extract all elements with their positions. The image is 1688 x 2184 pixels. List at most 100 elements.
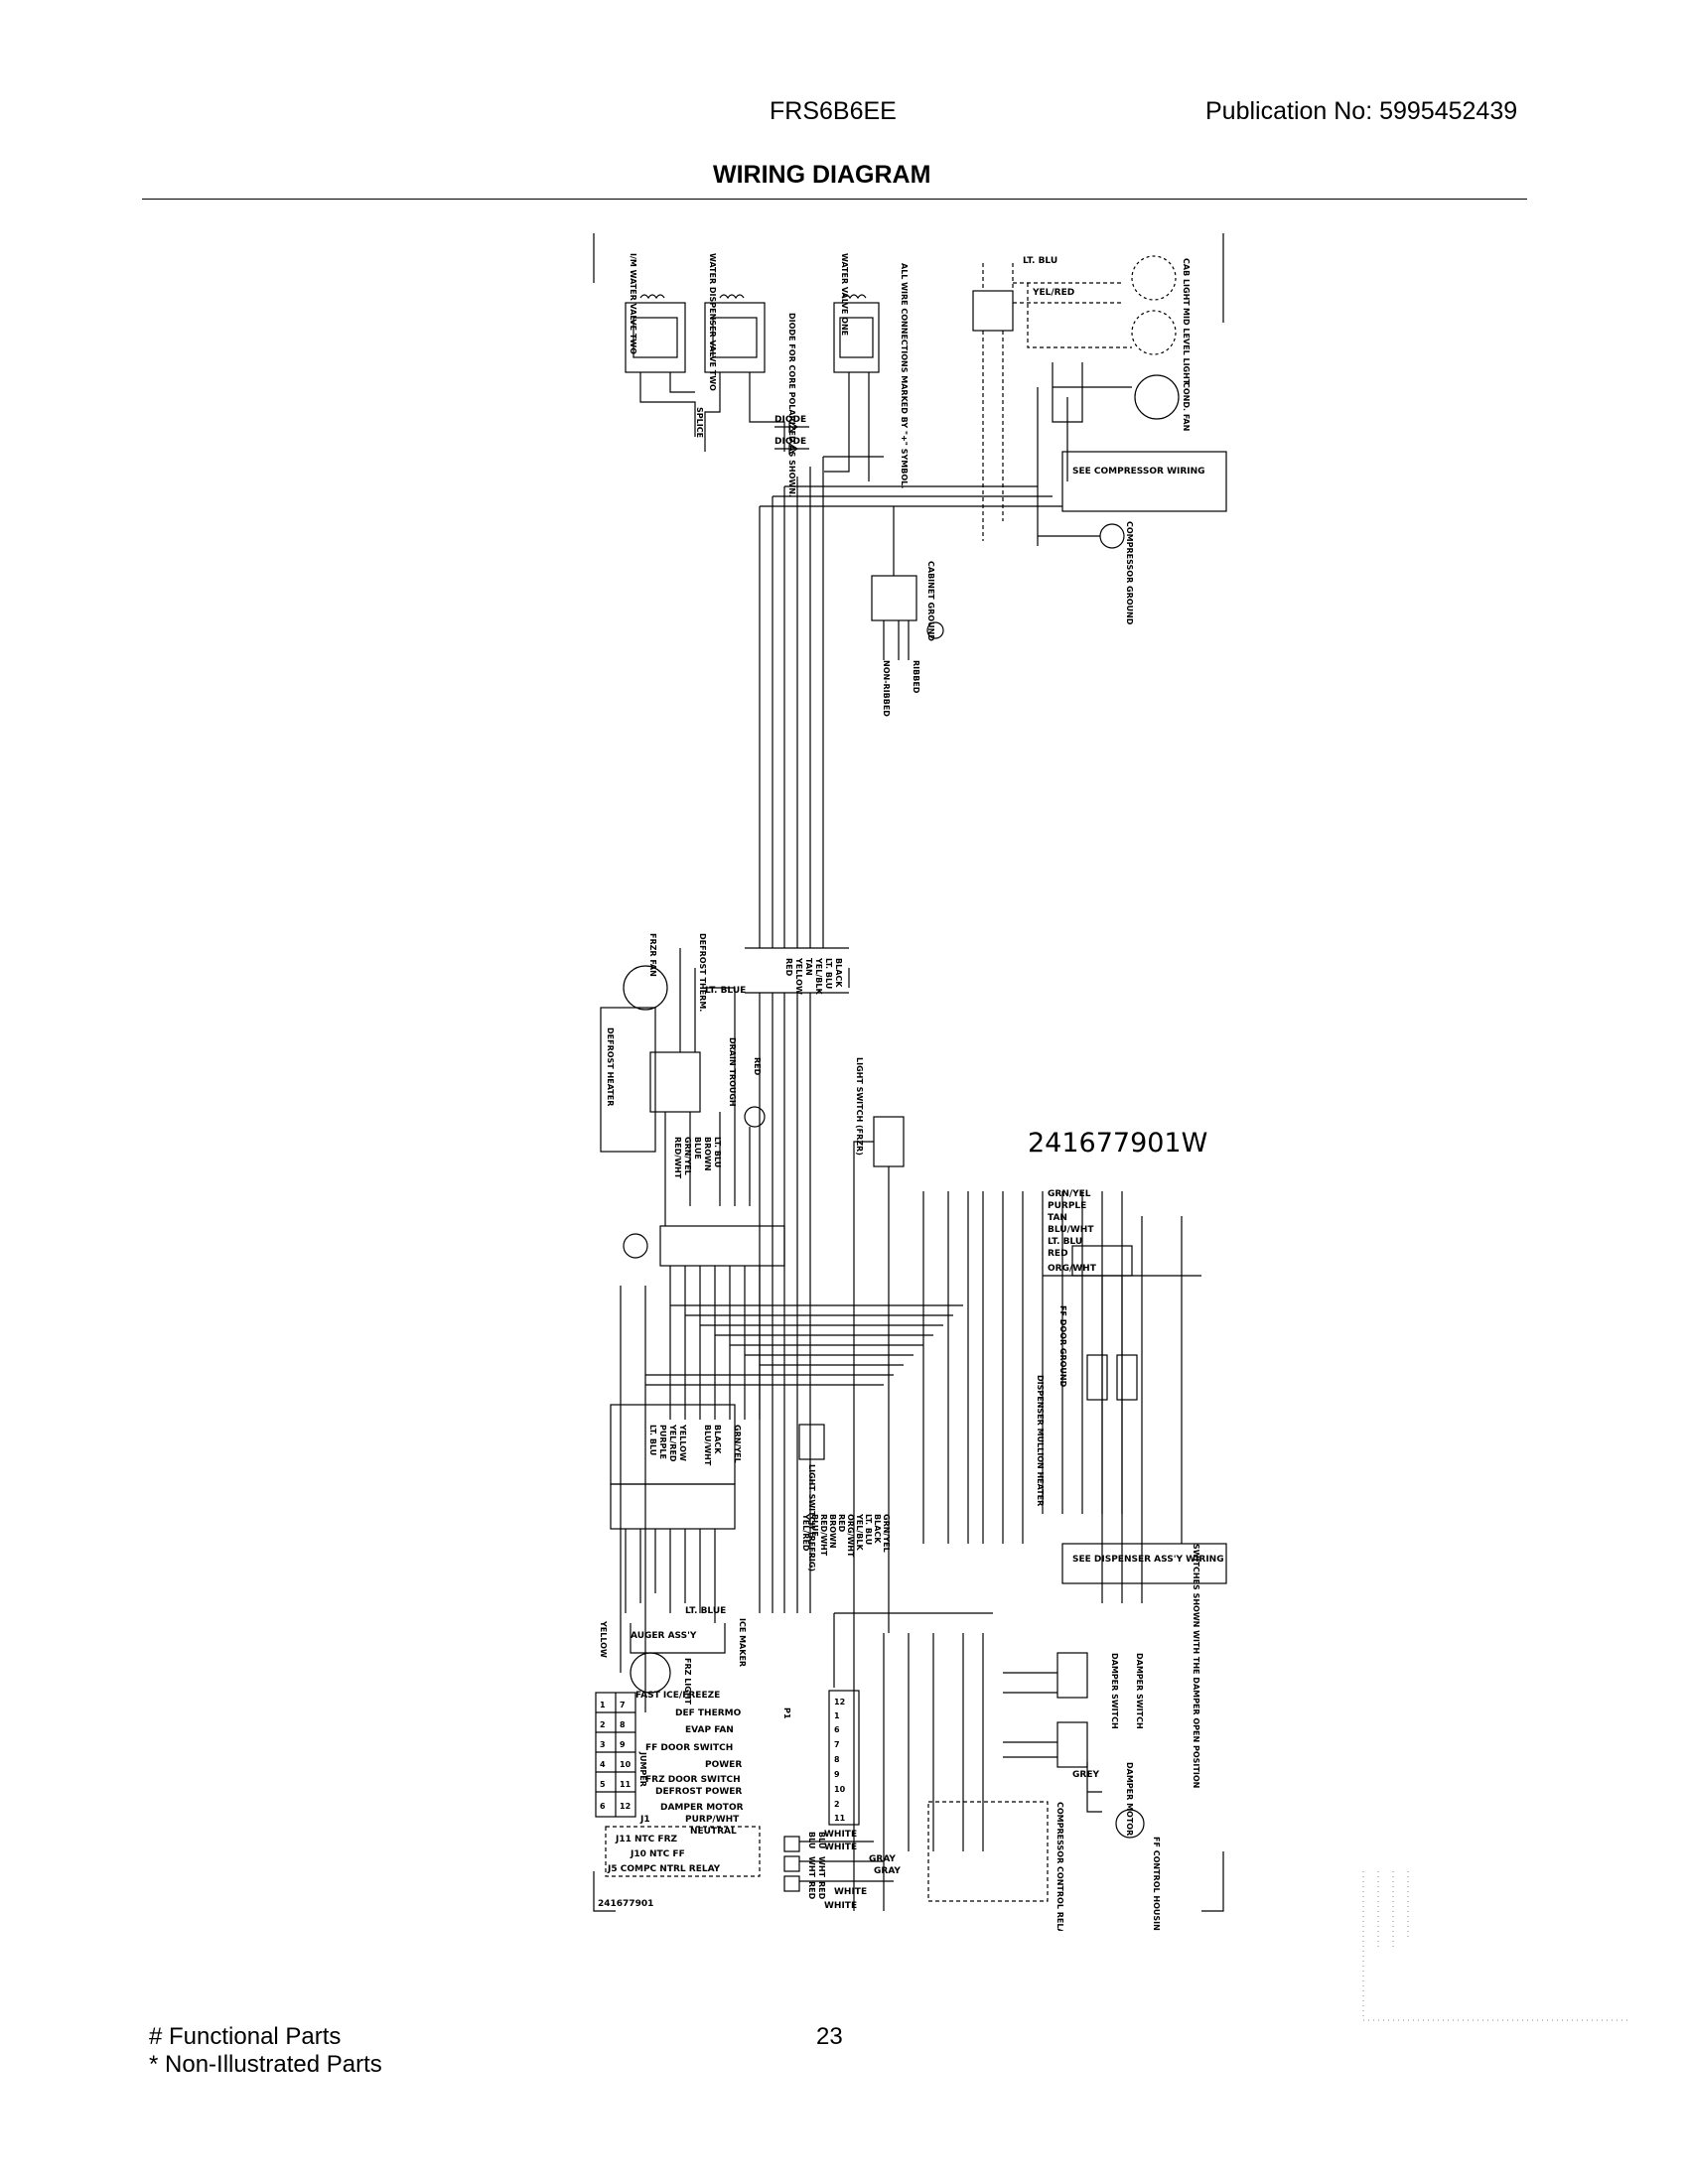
- label-auger-assy: AUGER ASS'Y: [631, 1631, 697, 1641]
- cab-light-icon: [1131, 255, 1177, 301]
- pin-right-8: 11: [834, 1814, 846, 1823]
- label-see-compressor: SEE COMPRESSOR WIRING: [1072, 467, 1205, 477]
- label-lt-blu: LT. BLU: [1023, 256, 1057, 266]
- light-switch-refrig: [798, 1424, 825, 1460]
- pin-left-7: 7: [620, 1701, 626, 1709]
- wire-right-5: RED: [1048, 1249, 1068, 1259]
- harness-wire-3: YEL/RED: [668, 1424, 677, 1462]
- label-lt-blue-2: LT. BLUE: [685, 1606, 726, 1616]
- wire-top-3: TAN: [804, 958, 813, 976]
- label-red: RED: [753, 1057, 762, 1076]
- wire-right-2: TAN: [1048, 1213, 1067, 1223]
- label-ff-door-ground: FF DOOR GROUND: [1058, 1305, 1067, 1388]
- conn-row-8: PURP/WHT: [685, 1815, 740, 1825]
- label-wire-note: ALL WIRE CONNECTIONS MARKED BY "+" SYMBO…: [900, 263, 909, 488]
- ntc-connector-box: [605, 1826, 761, 1877]
- label-drain-trough: DRAIN TROUGH: [728, 1037, 737, 1107]
- damper-switch-2: [1056, 1721, 1088, 1768]
- pin-left-9: 9: [620, 1740, 626, 1749]
- frame-lines: [593, 233, 1224, 1912]
- label-compressor-ground: COMPRESSOR GROUND: [1125, 521, 1134, 625]
- pin-right-7: 2: [834, 1800, 840, 1809]
- harness-wire-0: BLACK: [713, 1425, 722, 1454]
- conn-code-5: RED: [817, 1881, 826, 1900]
- mid-level-light-icon: [1131, 310, 1177, 355]
- light-junction-box: [972, 290, 1014, 332]
- dispenser-assy-box: [1061, 1543, 1227, 1584]
- label-damper-switch-1: DAMPER SWITCH: [1110, 1653, 1119, 1729]
- label-diode-1: DIODE: [774, 415, 806, 425]
- wire-top-0: BLACK: [834, 958, 843, 988]
- publication-number: Publication No: 5995452439: [1205, 97, 1518, 125]
- label-yel-red: YEL/RED: [1032, 288, 1074, 298]
- bottom-wire-4: ORG/WHT: [846, 1514, 855, 1558]
- label-diode-note: DIODE FOR CORE POLARIZED AS SHOWN.: [787, 313, 796, 497]
- label-grey: GREY: [1072, 1770, 1099, 1780]
- compressor-wiring-box: [1061, 451, 1227, 512]
- label-dispenser-valve: WATER DISPENSER VALVE TWO: [708, 253, 717, 391]
- wire-left-0: LT. BLU: [713, 1137, 722, 1167]
- label-cab-light: CAB LIGHT: [1182, 258, 1191, 306]
- bottom-wire-3: YEL/BLK: [855, 1513, 864, 1551]
- pin-left-4: 4: [600, 1760, 606, 1769]
- cabinet-ground-connector: [871, 575, 917, 621]
- conn-j1: J1: [639, 1815, 650, 1825]
- pin-right-5: 9: [834, 1770, 840, 1779]
- bottom-wire-6: BROWN: [828, 1514, 837, 1549]
- pin-left-10: 10: [620, 1760, 632, 1769]
- label-frzr-fan: FRZR FAN: [648, 933, 657, 977]
- page-number: 23: [816, 2023, 843, 2050]
- wire-right-3: BLU/WHT: [1048, 1225, 1094, 1235]
- harness-wire-4: PURPLE: [658, 1425, 667, 1459]
- bottom-wire-5: RED: [837, 1514, 846, 1533]
- part-number-large: 241677901W: [1028, 1128, 1207, 1159]
- water-valve-box: [833, 302, 880, 373]
- wire-top-2: YEL/BLK: [814, 957, 823, 995]
- label-see-dispenser: SEE DISPENSER ASS'Y WIRING: [1072, 1555, 1224, 1565]
- dotted-artifact: [1362, 1871, 1631, 2021]
- conn-row-4: POWER: [705, 1760, 742, 1770]
- pin-right-6: 10: [834, 1785, 846, 1794]
- conn-code-4: RED: [807, 1881, 816, 1900]
- pin-left-8: 8: [620, 1720, 626, 1729]
- pin-left-12: 12: [620, 1802, 631, 1811]
- conn-code-2: WHT: [807, 1856, 816, 1878]
- cabinet-ground-icon: [926, 621, 944, 639]
- conn-p1: P1: [782, 1707, 791, 1719]
- label-damper-switch-2: DAMPER SWITCH: [1135, 1653, 1144, 1729]
- defrost-junction-box: [649, 1051, 701, 1113]
- label-im-valve: I/M WATER VALVE TWO: [629, 253, 637, 354]
- bottom-wire-8: BLUE: [810, 1514, 819, 1537]
- label-defrost-heater: DEFROST HEATER: [606, 1027, 615, 1106]
- conn-wire-1: WHITE: [824, 1843, 857, 1852]
- footer-functional-parts: # Functional Parts: [149, 2023, 342, 2050]
- wire-right-0: GRN/YEL: [1048, 1189, 1091, 1199]
- bottom-wire-2: LT. BLU: [864, 1514, 873, 1545]
- conn-row-0: FAST ICE/FREEZE: [635, 1691, 720, 1701]
- main-connector-top: [659, 1225, 785, 1267]
- wire-top-1: LT. BLU: [824, 958, 833, 989]
- im-valve-box: [625, 302, 686, 373]
- conn-row-2: EVAP FAN: [685, 1725, 734, 1735]
- bottom-wire-1: BLACK: [873, 1514, 882, 1544]
- conn-row-5: FRZ DOOR SWITCH: [645, 1775, 741, 1785]
- harness-wire-2: YELLOW: [678, 1424, 687, 1461]
- label-light-switch-frzr: LIGHT SWITCH (FRZR): [855, 1057, 864, 1156]
- harness-wire-1: BLU/WHT: [703, 1425, 712, 1466]
- conn-j11: J11 NTC FRZ: [615, 1835, 677, 1844]
- pin-left-6: 6: [600, 1802, 606, 1811]
- label-ff-control-light: FF CONTROL HOUSING LIGHT: [1152, 1837, 1161, 1931]
- label-splice: SPLICE: [695, 407, 704, 438]
- pin-right-2: 6: [834, 1725, 840, 1734]
- ff-control-light-icon: [1115, 1809, 1145, 1839]
- harness-wire-6: GRN/YEL: [733, 1425, 742, 1463]
- label-mid-level-light: MID LEVEL LIGHT: [1182, 308, 1191, 385]
- pin-right-4: 8: [834, 1755, 840, 1764]
- bottom-wire-7: RED/WHT: [819, 1514, 828, 1557]
- damper-switch-1: [1056, 1652, 1088, 1699]
- wire-left-1: BROWN: [703, 1137, 712, 1171]
- wire-right-6: ORG/WHT: [1048, 1264, 1097, 1274]
- pin-left-11: 11: [620, 1780, 632, 1789]
- title-divider: [142, 199, 1527, 200]
- conn-wire-2: GRAY: [869, 1854, 896, 1864]
